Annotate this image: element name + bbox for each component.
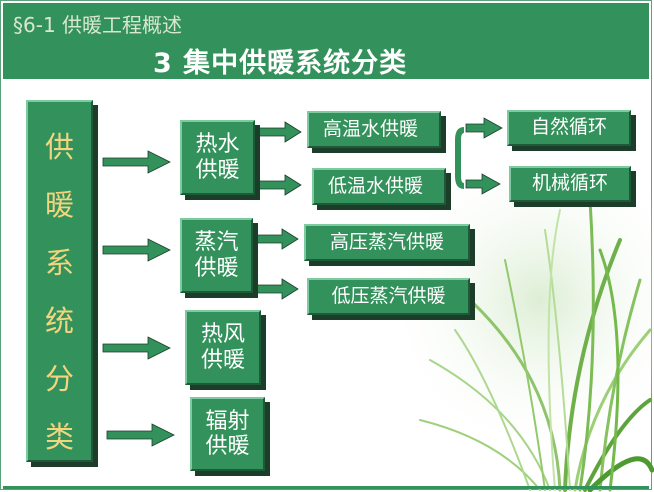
circulation-bracket bbox=[455, 127, 465, 189]
slide-title: 3 集中供暖系统分类 bbox=[153, 48, 408, 79]
root-char-5: 分 bbox=[44, 362, 74, 396]
arrow-steam-to-low bbox=[255, 278, 299, 300]
arrow-steam-to-high bbox=[255, 228, 299, 250]
root-char-4: 统 bbox=[44, 304, 74, 338]
arrow-to-natural bbox=[465, 117, 503, 139]
subtype-low-temp-water-label: 低温水供暖 bbox=[328, 175, 424, 197]
category-hot-air-line2: 供暖 bbox=[200, 347, 245, 373]
arrow-hot-water-to-low bbox=[257, 174, 302, 196]
subtype-low-pressure-steam: 低压蒸汽供暖 bbox=[307, 278, 470, 315]
bottom-rule bbox=[3, 486, 649, 489]
root-char-1: 供 bbox=[44, 130, 74, 164]
header-bar: §6-1 供暖工程概述 3 集中供暖系统分类 bbox=[3, 3, 649, 79]
category-hot-air: 热风 供暖 bbox=[185, 310, 261, 385]
category-radiant: 辐射 供暖 bbox=[190, 397, 265, 471]
subtype-high-temp-water: 高温水供暖 bbox=[307, 111, 441, 148]
subtype-high-pressure-steam: 高压蒸汽供暖 bbox=[304, 224, 470, 261]
circulation-natural-label: 自然循环 bbox=[530, 116, 607, 139]
arrow-root-to-steam bbox=[102, 238, 171, 262]
section-label: §6-1 供暖工程概述 bbox=[13, 13, 183, 37]
category-hot-air-line1: 热风 bbox=[200, 322, 245, 348]
category-radiant-line1: 辐射 bbox=[205, 408, 250, 434]
arrow-hot-water-to-high bbox=[257, 121, 302, 143]
root-char-3: 系 bbox=[44, 246, 74, 280]
category-radiant-line2: 供暖 bbox=[205, 434, 250, 459]
root-char-2: 暖 bbox=[44, 188, 74, 222]
root-char-6: 类 bbox=[44, 420, 74, 454]
circulation-mechanical-label: 机械循环 bbox=[531, 172, 608, 195]
category-hot-water: 热水 供暖 bbox=[180, 120, 255, 195]
subtype-low-temp-water: 低温水供暖 bbox=[312, 168, 446, 205]
circulation-natural: 自然循环 bbox=[507, 110, 631, 146]
category-steam-line2: 供暖 bbox=[194, 255, 239, 281]
heating-classification-root: 供 暖 系 统 分 类 bbox=[26, 100, 93, 462]
arrow-root-to-hot-water bbox=[102, 150, 171, 174]
arrow-root-to-radiant bbox=[106, 423, 175, 447]
circulation-mechanical: 机械循环 bbox=[509, 166, 631, 202]
arrow-root-to-hot-air bbox=[102, 336, 171, 360]
category-steam-line1: 蒸汽 bbox=[194, 230, 239, 256]
arrow-to-mechanical bbox=[465, 173, 501, 195]
subtype-high-temp-water-label: 高温水供暖 bbox=[323, 118, 419, 140]
subtype-low-pressure-steam-label: 低压蒸汽供暖 bbox=[331, 284, 446, 307]
category-steam: 蒸汽 供暖 bbox=[180, 218, 253, 293]
category-hot-water-line1: 热水 bbox=[195, 132, 240, 158]
category-hot-water-line2: 供暖 bbox=[195, 157, 240, 183]
subtype-high-pressure-steam-label: 高压蒸汽供暖 bbox=[329, 230, 444, 253]
